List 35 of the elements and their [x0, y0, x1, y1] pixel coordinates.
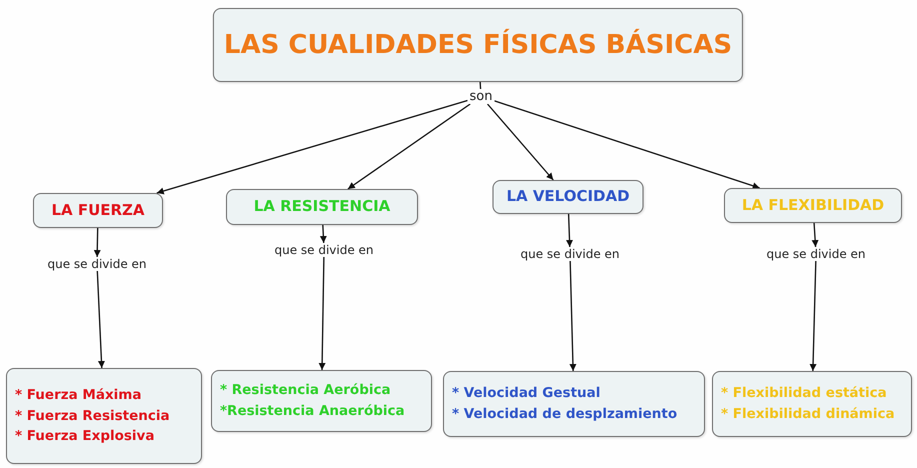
list-item: * Velocidad de desplzamiento	[452, 405, 678, 424]
list-box	[443, 371, 705, 437]
list-item: * Flexibilidad dinámica	[721, 405, 895, 424]
list-item: * Fuerza Explosiva	[15, 427, 154, 446]
concept-box	[724, 188, 902, 223]
arrow	[320, 224, 327, 244]
list-item: * Fuerza Máxima	[15, 386, 142, 405]
list-box	[211, 370, 432, 432]
arrow	[810, 260, 817, 372]
arrow	[348, 103, 471, 190]
arrow	[494, 100, 760, 190]
arrow	[96, 270, 105, 368]
list-box	[712, 371, 912, 437]
list-item: * Resistencia Aeróbica	[220, 381, 391, 400]
arrow	[566, 214, 573, 248]
concept-box	[33, 193, 163, 228]
concept-label: LAS CUALIDADES FÍSICAS BÁSICAS	[224, 28, 732, 62]
title-box	[212, 8, 744, 82]
concept-label: LA RESISTENCIA	[254, 196, 390, 218]
list-box	[6, 368, 202, 464]
arrow	[318, 256, 326, 370]
arrow	[812, 222, 819, 248]
concept-label: LA FUERZA	[51, 200, 145, 221]
concept-label: LA FLEXIBILIDAD	[742, 194, 884, 216]
concept-label: LA VELOCIDAD	[506, 186, 630, 208]
arrow	[569, 260, 576, 372]
list-item: * Fuerza Resistencia	[15, 406, 170, 426]
arrow	[94, 228, 101, 258]
arrow	[487, 104, 554, 180]
concept-box	[492, 180, 644, 214]
arrow	[156, 100, 468, 194]
list-item: * Velocidad Gestual	[452, 384, 600, 404]
list-item: *Resistencia Anaeróbica	[220, 402, 405, 421]
list-item: * Flexibilidad estática	[721, 384, 887, 404]
concept-box	[226, 189, 418, 225]
